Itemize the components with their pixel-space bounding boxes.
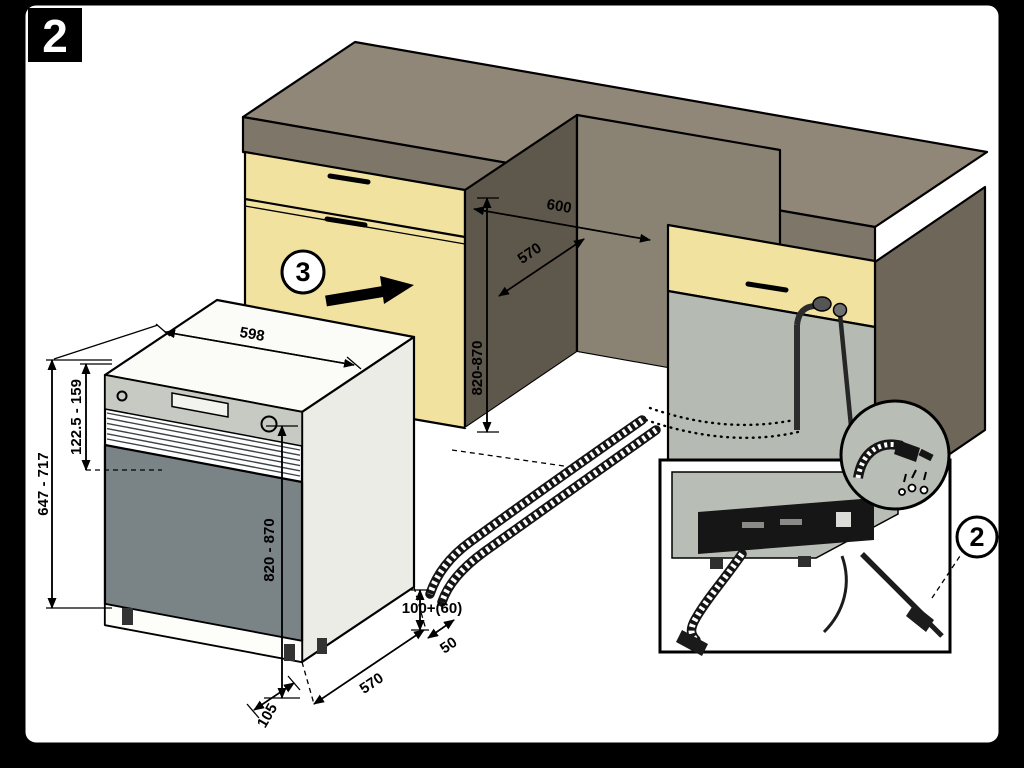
rear-recess — [698, 498, 874, 554]
hose-end-ribs — [855, 442, 903, 479]
hose-route-dotted-2 — [644, 418, 800, 439]
rear-foot — [798, 556, 811, 567]
dim-depth-line — [313, 629, 425, 705]
dim-appliance-width: 598 — [238, 324, 266, 345]
drawer-handle — [327, 173, 371, 185]
hose-route-dotted-1 — [648, 406, 796, 427]
rear-foot — [710, 558, 723, 569]
floor-dashed-line — [451, 449, 579, 469]
front-foot-left — [122, 608, 133, 625]
door-handle — [324, 216, 368, 228]
power-cord — [822, 555, 848, 634]
step-badge: 2 — [28, 8, 82, 62]
vent-line — [106, 412, 301, 451]
supply-nut — [906, 604, 934, 632]
inset-detail — [658, 458, 961, 656]
slide-arrow-icon — [380, 276, 414, 304]
front-foot-right — [284, 644, 295, 661]
vent-line — [106, 427, 301, 467]
slide-arrow-shaft — [325, 285, 387, 307]
connection-nut — [894, 440, 920, 462]
dishwasher — [103, 298, 416, 664]
step-number: 2 — [42, 10, 68, 62]
dim-height-range: 820 - 870 — [261, 518, 278, 581]
step-badge-box — [28, 8, 82, 62]
vent-line — [106, 417, 301, 456]
dim-panel-height: 122.5 - 159 — [68, 379, 85, 455]
supply-tail — [928, 622, 944, 638]
side-foot — [317, 638, 327, 654]
dim-niche-height: 820-870 — [469, 340, 486, 395]
drain-hose-ribs — [427, 417, 644, 595]
water-drop-icon — [907, 483, 917, 493]
extension-line — [301, 661, 315, 705]
dim-rear-gap-line — [427, 619, 455, 639]
hoses — [425, 415, 661, 607]
supply-hose-ribs — [439, 427, 658, 604]
rear-drain-hose — [686, 549, 747, 645]
supply-pipe — [837, 313, 855, 437]
program-knob — [260, 415, 278, 433]
magnifier-circle — [839, 399, 951, 511]
dim-hose-clearance: 100+(60) — [402, 600, 462, 617]
vent-line — [106, 433, 301, 472]
drip-dash — [911, 469, 917, 479]
dim-plinth-line — [253, 682, 295, 711]
vent-line — [106, 438, 301, 477]
rear-slot — [742, 522, 764, 528]
drain-elbow-fitting — [676, 630, 708, 656]
tap-head — [812, 296, 832, 312]
magnifier-detail — [839, 399, 951, 511]
callout-2-number: 2 — [969, 522, 984, 552]
water-drop-icon — [898, 488, 906, 496]
dim-niche-width-line — [473, 206, 651, 241]
right-drawer-handle — [745, 281, 789, 293]
callout-connect: 2 — [955, 515, 999, 559]
vent-grille — [106, 412, 301, 477]
display-window — [171, 392, 229, 418]
drip-dash — [903, 473, 907, 483]
drip-dash — [923, 471, 927, 481]
callout-3-number: 3 — [295, 257, 310, 287]
water-drop-icon — [919, 485, 929, 495]
rear-slot — [780, 519, 802, 525]
callout-2-circle — [955, 515, 999, 559]
inlet-box — [836, 512, 851, 527]
vent-line — [106, 422, 301, 462]
dim-total-height: 647 - 717 — [35, 452, 52, 515]
extension-line — [53, 324, 159, 360]
tick — [246, 703, 260, 719]
valve-knob — [832, 302, 848, 318]
faucet-assembly — [794, 296, 855, 437]
dim-niche-depth-line — [498, 238, 585, 297]
dim-rear-gap: 50 — [437, 634, 460, 657]
connection-spout — [918, 448, 934, 462]
power-button — [116, 390, 128, 402]
dim-niche-width: 600 — [545, 196, 573, 217]
callout-3-circle — [280, 249, 326, 295]
drawer-divider — [244, 197, 466, 239]
dim-appliance-width-line — [164, 329, 355, 366]
callout-slide-in: 3 — [280, 249, 414, 307]
